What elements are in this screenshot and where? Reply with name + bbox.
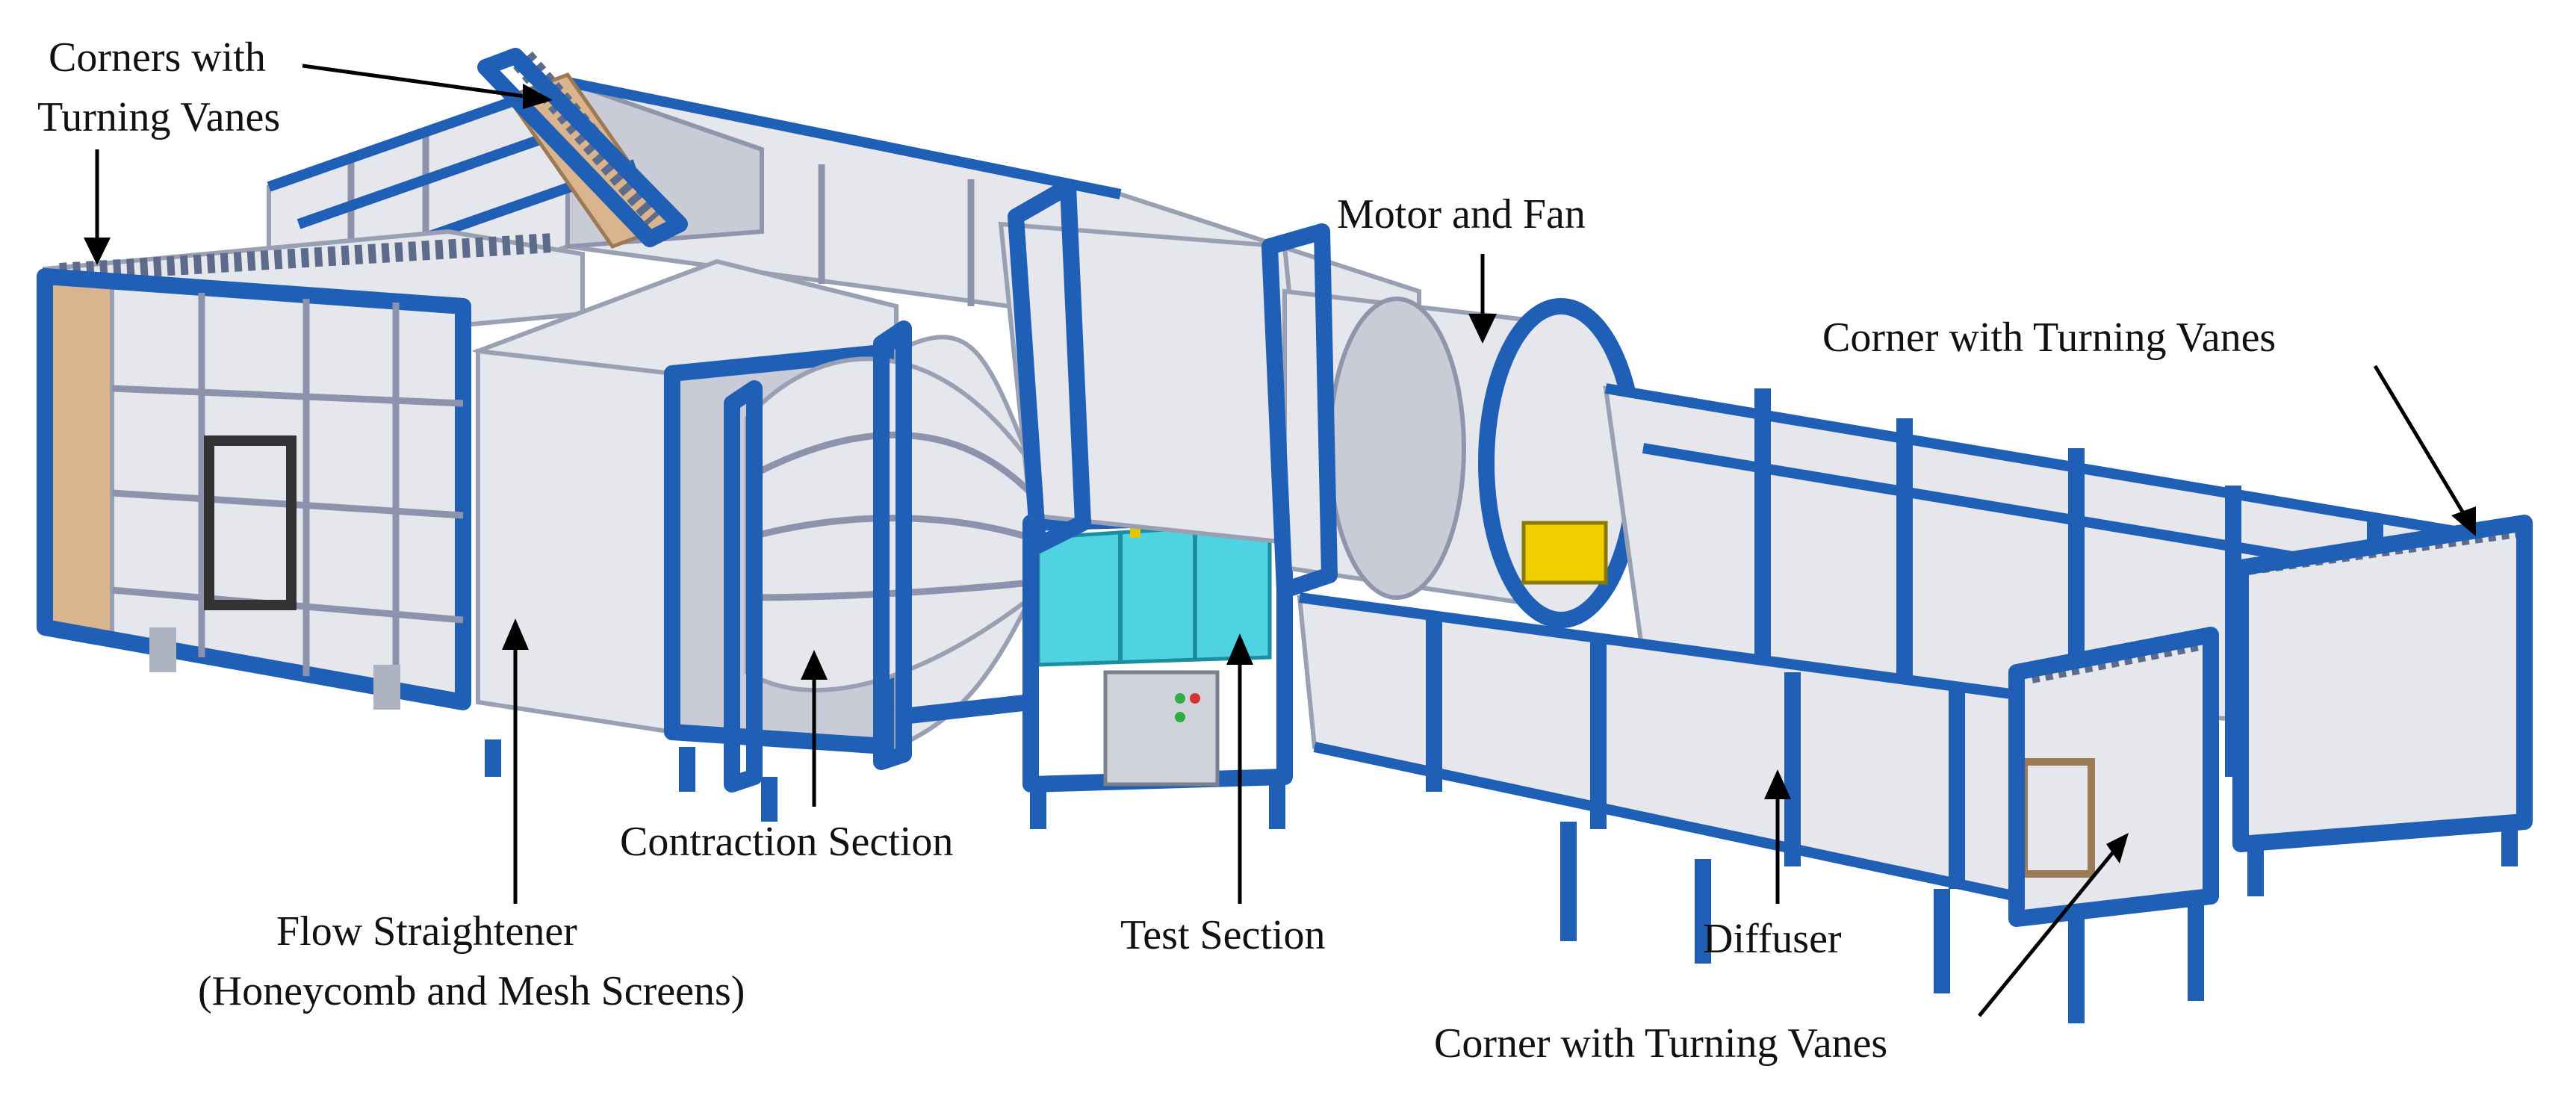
label-flow-straightener-line1: Flow Straightener (276, 908, 577, 955)
diffuser-lower (1297, 592, 2019, 993)
label-corners-turning-vanes-line1: Corners with (49, 34, 266, 81)
label-test-section: Test Section (1120, 912, 1325, 958)
arrow-corners-top (84, 63, 553, 265)
turning-vanes-top-left (59, 233, 553, 282)
corner-bottom (2008, 627, 2219, 1023)
label-arrows (84, 63, 2476, 1017)
label-motor-and-fan: Motor and Fan (1337, 191, 1586, 238)
arrow-test-section (1226, 633, 1253, 904)
label-contraction-section: Contraction Section (620, 819, 953, 865)
arrow-contraction (801, 650, 828, 807)
settling-chamber (37, 268, 471, 710)
arrow-diffuser (1764, 769, 1791, 904)
contraction-section (724, 320, 1034, 822)
arrow-flow-straightener (502, 618, 529, 904)
arrow-corner-bottom (1978, 833, 2129, 1017)
label-flow-straightener-line2: (Honeycomb and Mesh Screens) (198, 968, 745, 1014)
label-diffuser: Diffuser (1703, 916, 1842, 962)
arrow-motor-fan (1468, 254, 1497, 344)
label-corner-turning-vanes-right: Corner with Turning Vanes (1822, 314, 2276, 361)
arrow-corner-right (2373, 365, 2476, 536)
label-corner-turning-vanes-bottom: Corner with Turning Vanes (1434, 1020, 1887, 1067)
labels: Corners with Turning Vanes Motor and Fan… (37, 34, 2276, 1067)
corner-right (2232, 515, 2533, 896)
label-corners-turning-vanes-line2: Turning Vanes (37, 94, 280, 140)
